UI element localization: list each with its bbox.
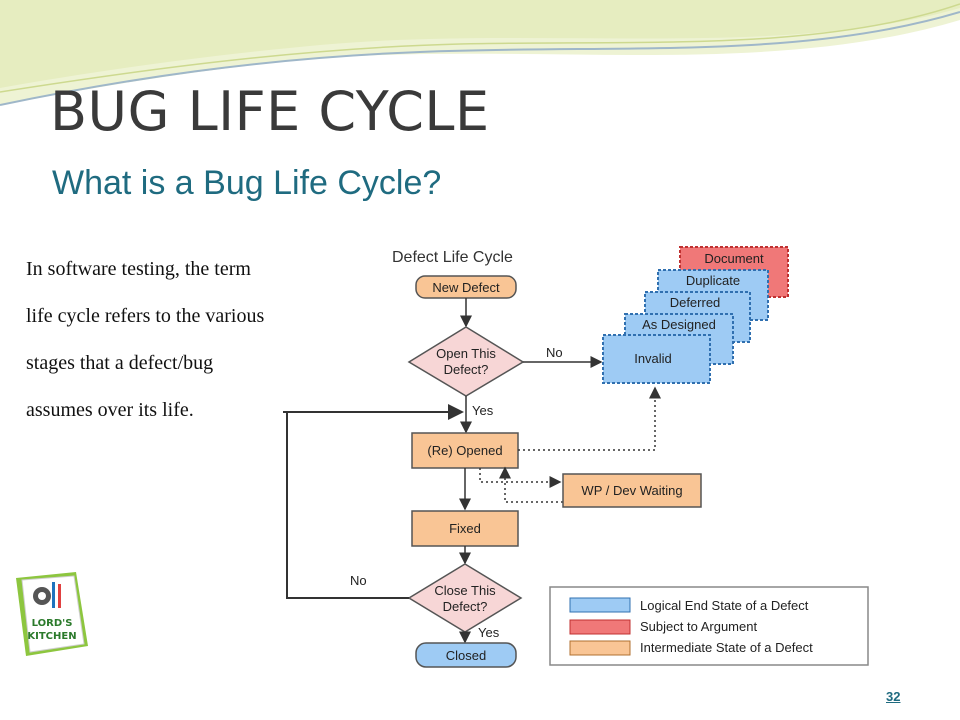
diagram-legend: Logical End State of a Defect Subject to… [549, 586, 869, 666]
slide-title: BUG LIFE CYCLE [50, 80, 490, 143]
legend-label: Intermediate State of a Defect [640, 640, 813, 655]
body-line: In software testing, the term [26, 258, 251, 280]
slide-subtitle: What is a Bug Life Cycle? [52, 164, 442, 202]
legend-swatch-orange [569, 640, 631, 656]
legend-label: Logical End State of a Defect [640, 598, 809, 613]
body-paragraph: In software testing, the term life cycle… [26, 246, 366, 434]
gear-tools-icon [33, 582, 61, 608]
edge-label-open-yes: Yes [472, 403, 494, 418]
svg-text:Deferred: Deferred [670, 295, 721, 310]
svg-text:Closed: Closed [446, 648, 486, 663]
node-close-decision: Close This Defect? [407, 563, 523, 633]
svg-text:Duplicate: Duplicate [686, 273, 740, 288]
svg-text:Open This: Open This [436, 346, 496, 361]
svg-text:Fixed: Fixed [449, 521, 481, 536]
svg-text:Document: Document [704, 251, 764, 266]
edge-label-close-no: No [350, 573, 367, 588]
end-state-invalid: Invalid [602, 334, 711, 384]
svg-text:As Designed: As Designed [642, 317, 716, 332]
page-number: 32 [886, 689, 901, 704]
edge-label-open-no: No [546, 345, 563, 360]
svg-text:WP / Dev Waiting: WP / Dev Waiting [581, 483, 682, 498]
legend-swatch-red [569, 619, 631, 635]
node-new-defect: New Defect [415, 275, 517, 299]
svg-text:Defect?: Defect? [444, 362, 489, 377]
header-swoosh [0, 0, 960, 106]
body-line: stages that a defect/bug [26, 352, 214, 374]
legend-label: Subject to Argument [640, 619, 757, 634]
node-fixed: Fixed [411, 510, 519, 547]
lords-kitchen-logo: LORD'S KITCHEN [16, 572, 88, 656]
node-reopened: (Re) Opened [411, 432, 519, 469]
legend-swatch-blue [569, 597, 631, 613]
node-wp-dev-waiting: WP / Dev Waiting [562, 473, 702, 508]
svg-text:KITCHEN: KITCHEN [27, 631, 76, 642]
body-line: assumes over its life. [26, 399, 194, 421]
svg-text:(Re) Opened: (Re) Opened [427, 443, 502, 458]
svg-text:Invalid: Invalid [634, 351, 672, 366]
edge-label-close-yes: Yes [478, 625, 500, 640]
svg-text:LORD'S: LORD'S [32, 618, 73, 629]
diagram-heading: Defect Life Cycle [392, 249, 513, 266]
node-closed: Closed [415, 642, 517, 668]
svg-text:Defect?: Defect? [443, 599, 488, 614]
svg-text:New Defect: New Defect [432, 280, 500, 295]
svg-text:Close This: Close This [434, 583, 496, 598]
body-line: life cycle refers to the various [26, 305, 265, 327]
node-open-decision: Open This Defect? [407, 326, 525, 397]
